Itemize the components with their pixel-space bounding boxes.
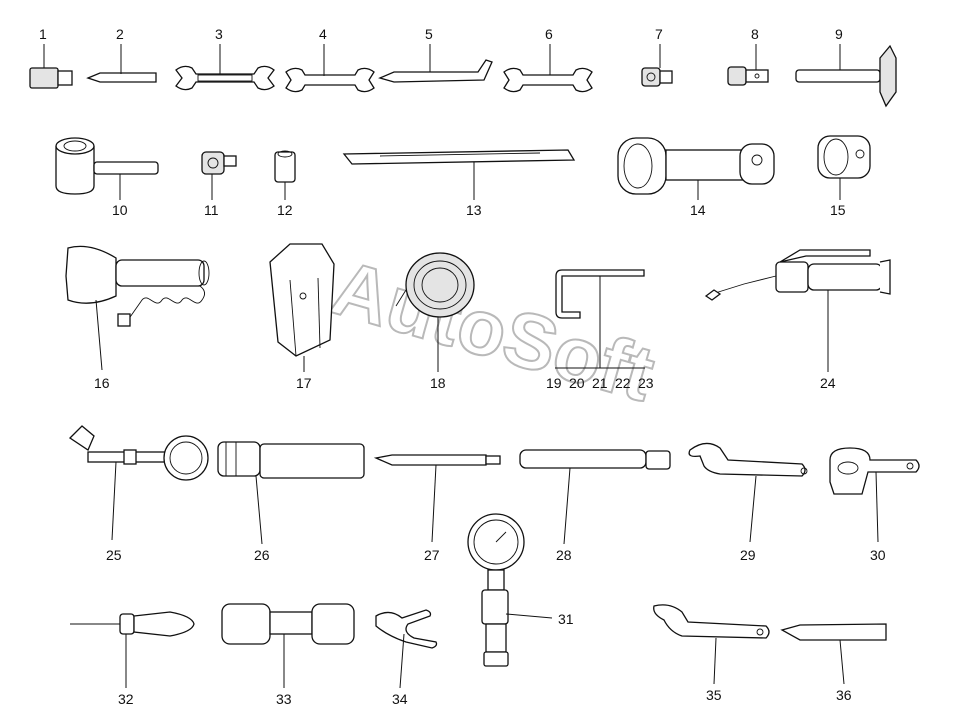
part-1-hex-adapter xyxy=(29,44,73,89)
part-27-drift xyxy=(373,454,501,543)
part-18-coil-tube xyxy=(395,252,475,372)
callout-33: 33 xyxy=(276,691,292,707)
part-33-puller xyxy=(221,603,355,688)
part-5-hook-tool xyxy=(378,44,493,83)
callout-27: 27 xyxy=(424,547,440,563)
callout-18: 18 xyxy=(430,375,446,391)
part-10-t-socket xyxy=(55,137,159,200)
part-13-ruler xyxy=(342,149,576,200)
callout-36: 36 xyxy=(836,687,852,703)
callout-8: 8 xyxy=(751,26,759,42)
callout-22: 22 xyxy=(615,375,631,391)
part-4-open-wrench xyxy=(285,44,375,93)
callout-31: 31 xyxy=(558,611,574,627)
part-14-long-socket xyxy=(617,137,775,200)
part-6-open-wrench xyxy=(503,44,593,93)
callout-29: 29 xyxy=(740,547,756,563)
callout-30: 30 xyxy=(870,547,886,563)
part-19-23-hex-keys xyxy=(555,269,645,369)
part-25-tyre-gauge xyxy=(68,425,209,541)
part-31-pressure-tester xyxy=(467,513,553,667)
callout-5: 5 xyxy=(425,26,433,42)
callout-26: 26 xyxy=(254,547,270,563)
part-24-grease-gun xyxy=(704,249,891,372)
part-7-small-nut xyxy=(641,44,673,87)
callout-32: 32 xyxy=(118,691,134,707)
callout-12: 12 xyxy=(277,202,293,218)
part-35-hook-spanner xyxy=(653,604,770,685)
callout-4: 4 xyxy=(319,26,327,42)
callout-3: 3 xyxy=(215,26,223,42)
part-2-flat-blade xyxy=(86,44,157,83)
part-29-hook-spanner xyxy=(688,442,808,543)
callout-6: 6 xyxy=(545,26,553,42)
part-12-sleeve xyxy=(274,150,296,200)
callout-10: 10 xyxy=(112,202,128,218)
callout-13: 13 xyxy=(466,202,482,218)
part-26-tube xyxy=(217,441,365,545)
callout-20: 20 xyxy=(569,375,585,391)
part-9-hammer xyxy=(795,44,897,108)
callout-2: 2 xyxy=(116,26,124,42)
callout-23: 23 xyxy=(638,375,654,391)
part-30-ring-spanner xyxy=(829,447,920,543)
callout-19: 19 xyxy=(546,375,562,391)
callout-24: 24 xyxy=(820,375,836,391)
callout-21: 21 xyxy=(592,375,608,391)
part-15-socket xyxy=(817,135,871,200)
callout-34: 34 xyxy=(392,691,408,707)
callout-1: 1 xyxy=(39,26,47,42)
callout-9: 9 xyxy=(835,26,843,42)
part-28-rod xyxy=(519,449,671,545)
part-36-drift xyxy=(780,623,887,685)
callout-25: 25 xyxy=(106,547,122,563)
callout-14: 14 xyxy=(690,202,706,218)
part-17-hex-tube xyxy=(269,243,335,372)
callout-35: 35 xyxy=(706,687,722,703)
callout-7: 7 xyxy=(655,26,663,42)
part-11-fitting xyxy=(201,151,237,200)
watermark: AutoSoft xyxy=(323,243,664,418)
part-8-nut-pin xyxy=(727,44,769,86)
part-34-pliers xyxy=(375,609,438,689)
callout-15: 15 xyxy=(830,202,846,218)
part-32-screwdriver xyxy=(70,611,195,688)
callout-11: 11 xyxy=(204,202,219,218)
callout-28: 28 xyxy=(556,547,572,563)
part-3-double-wrench xyxy=(175,44,275,91)
callout-16: 16 xyxy=(94,375,110,391)
callout-17: 17 xyxy=(296,375,312,391)
part-16-inspection-lamp xyxy=(65,245,210,371)
